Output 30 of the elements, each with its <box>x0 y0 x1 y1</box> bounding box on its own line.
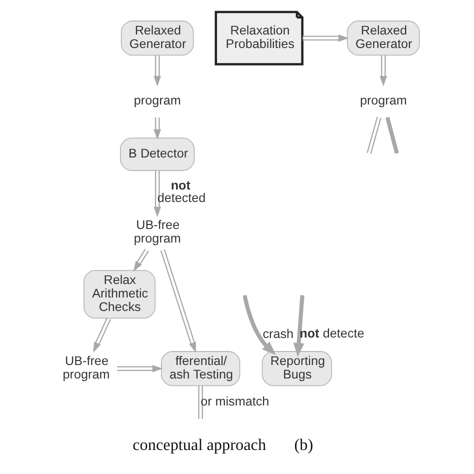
label: conceptual approach <box>132 436 266 454</box>
edge-label: or mismatch <box>200 394 269 409</box>
arrow <box>302 34 348 42</box>
node-box: B Detector <box>119 138 194 171</box>
arrow <box>160 249 196 353</box>
node-text: UB-free program <box>62 354 110 382</box>
connector <box>384 116 398 154</box>
arrow <box>153 55 161 86</box>
node-box: Reporting Bugs <box>261 351 332 386</box>
label: (b) <box>294 436 313 454</box>
connector <box>198 386 202 419</box>
node-box: fferential/ ash Testing <box>160 351 240 386</box>
edge-label: crash <box>262 327 294 342</box>
node-box: Relaxed Generator <box>346 20 420 56</box>
edge-label: not detected <box>156 178 206 206</box>
node-text: program <box>133 93 180 108</box>
edge-label: not detecte <box>299 326 364 340</box>
arrow <box>132 248 149 272</box>
arrow <box>92 318 110 353</box>
node-text: program <box>359 93 406 108</box>
arrow <box>116 364 162 372</box>
arrow <box>242 294 276 356</box>
arrow <box>153 170 161 218</box>
connector <box>366 116 381 154</box>
node-box: Relaxed Generator <box>120 20 194 56</box>
arrow <box>292 295 304 357</box>
arrow <box>379 55 387 86</box>
node-text: UB-free program <box>133 218 180 246</box>
node-box: Relax Arithmetic Checks <box>83 270 156 319</box>
arrow <box>153 117 161 140</box>
